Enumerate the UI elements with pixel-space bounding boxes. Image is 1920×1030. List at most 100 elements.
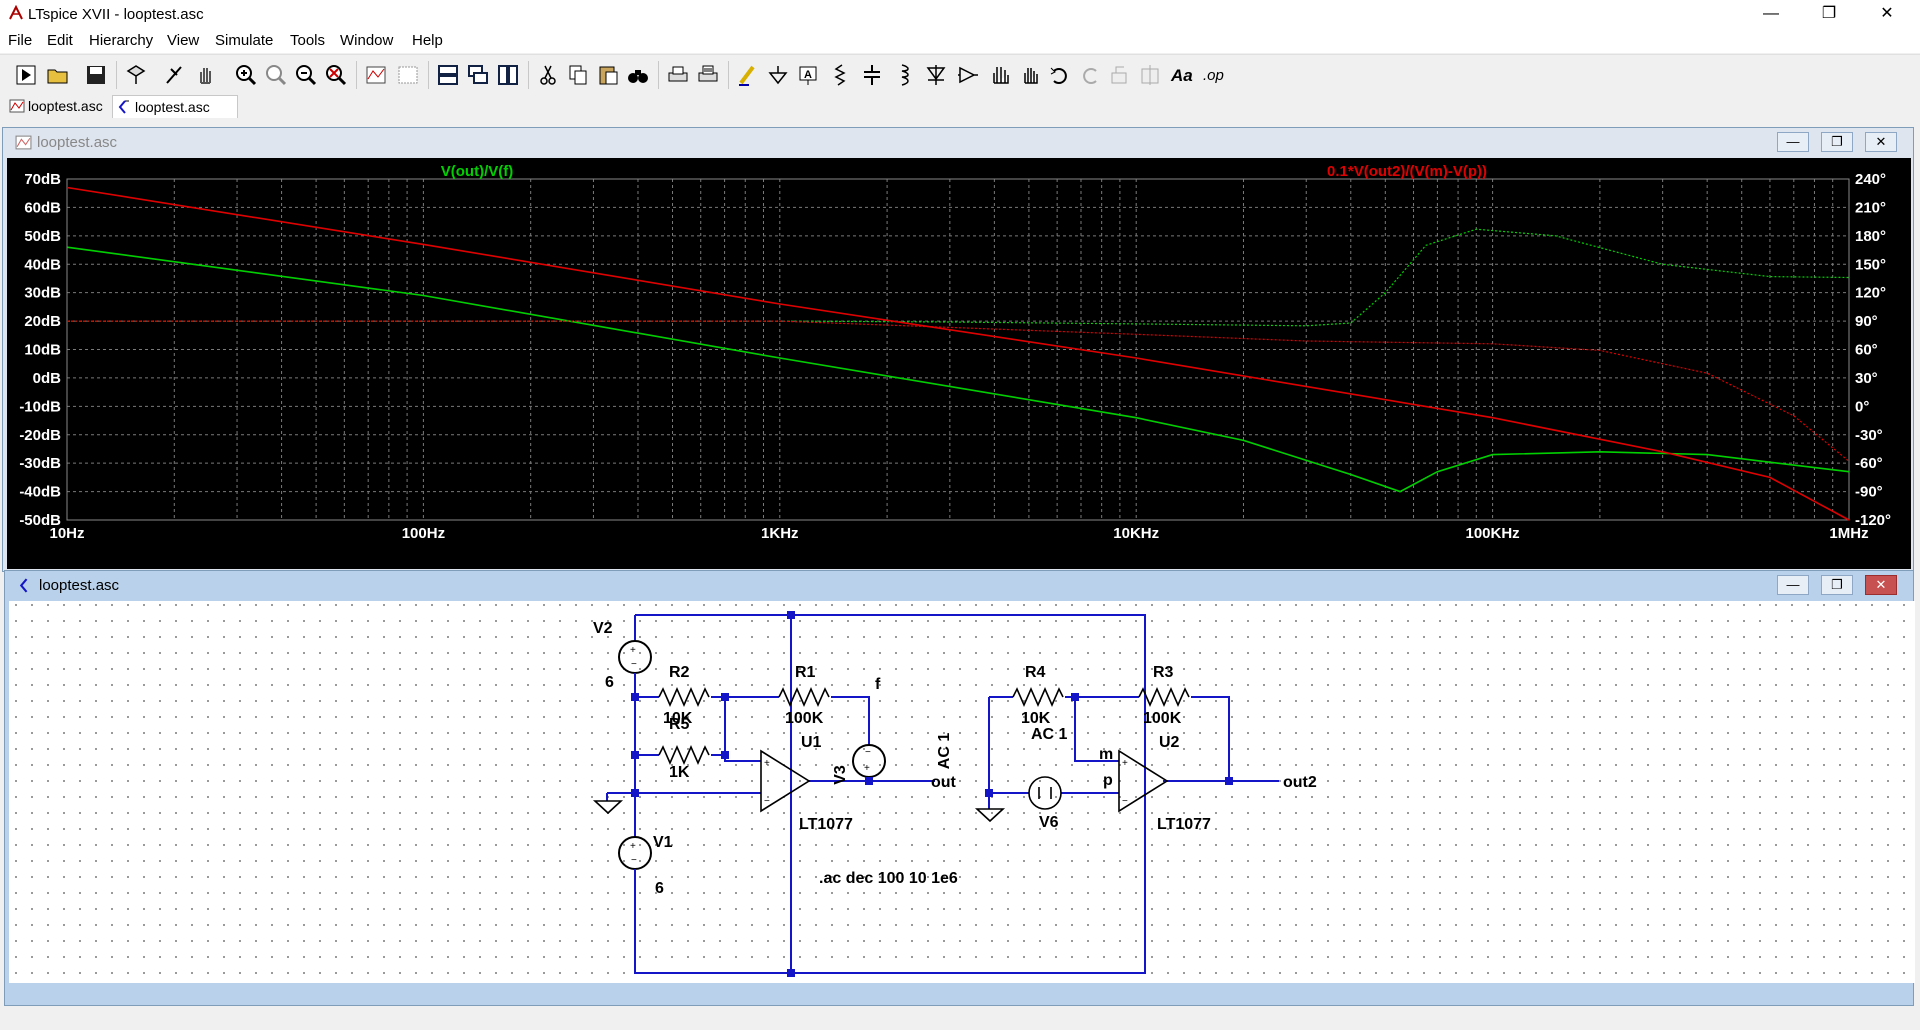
label-r4: R4 — [1025, 664, 1046, 681]
zoom-fit-icon[interactable] — [324, 63, 348, 87]
halt-icon[interactable] — [162, 63, 186, 87]
restore-icon: ❐ — [1831, 577, 1843, 592]
schematic-minimize-button[interactable]: — — [1777, 575, 1809, 595]
plot-close-button[interactable]: ✕ — [1865, 132, 1897, 152]
label-r4-value: 10K — [1021, 710, 1051, 727]
tab-waveform[interactable]: looptest.asc — [6, 95, 128, 117]
ground-icon[interactable] — [766, 63, 790, 87]
schematic-icon — [118, 100, 129, 114]
plot-minimize-button[interactable]: — — [1777, 132, 1809, 152]
menu-help[interactable]: Help — [412, 32, 443, 49]
mirror-icon[interactable] — [1138, 63, 1162, 87]
tile-horizontal-icon[interactable] — [436, 63, 460, 87]
bode-plot[interactable]: 70dB60dB50dB40dB30dB20dB10dB0dB-10dB-20d… — [7, 158, 1911, 569]
pan-icon[interactable] — [194, 63, 218, 87]
y-right-tick-label: -30° — [1855, 427, 1883, 444]
waveform-icon — [9, 99, 25, 113]
minimize-button[interactable]: — — [1748, 0, 1794, 29]
spice-directive[interactable]: .ac dec 100 10 1e6 — [819, 870, 958, 887]
label-r2-value: 10K — [663, 710, 693, 727]
autorange-icon[interactable] — [364, 63, 388, 87]
menu-file[interactable]: File — [8, 32, 33, 49]
zoom-area-icon[interactable] — [264, 63, 288, 87]
svg-text:+: + — [630, 841, 636, 852]
tile-vertical-icon[interactable] — [496, 63, 520, 87]
print-icon[interactable] — [666, 63, 690, 87]
minimize-icon: — — [1763, 5, 1779, 22]
save-icon[interactable] — [84, 63, 108, 87]
label-v2-value: 6 — [605, 674, 614, 691]
label-r5: R5 — [669, 716, 690, 733]
drag-icon[interactable] — [1018, 63, 1042, 87]
cut-icon[interactable] — [536, 63, 560, 87]
label-v6: V6 — [1039, 814, 1059, 831]
y-left-tick-label: 20dB — [24, 313, 61, 330]
plot-restore-button[interactable]: ❐ — [1821, 132, 1853, 152]
menu-bar: File Edit Hierarchy View Simulate Tools … — [0, 29, 1920, 53]
menu-edit[interactable]: Edit — [47, 32, 73, 49]
schematic-canvas[interactable]: +− +− −+ +− +− V2 — [9, 601, 1915, 983]
y-right-tick-label: 150° — [1855, 256, 1886, 273]
run-icon[interactable] — [14, 63, 38, 87]
series-1-phase-trace[interactable] — [67, 320, 1850, 462]
rotate-icon[interactable] — [1108, 63, 1132, 87]
menu-hierarchy[interactable]: Hierarchy — [89, 32, 154, 49]
minimize-icon: — — [1786, 134, 1800, 149]
menu-window[interactable]: Window — [340, 32, 394, 49]
waveform-window-title: looptest.asc — [37, 134, 118, 151]
svg-text:−: − — [764, 796, 770, 807]
svg-text:+: + — [864, 763, 870, 774]
resistor-icon[interactable] — [828, 63, 852, 87]
label-v1-value: 6 — [655, 880, 664, 897]
zoom-out-icon[interactable] — [294, 63, 318, 87]
label-net-m: m — [1099, 746, 1113, 763]
minimize-icon: — — [1786, 577, 1800, 592]
spice-directive-icon[interactable]: .op — [1202, 63, 1226, 87]
tab-schematic[interactable]: looptest.asc — [112, 95, 238, 118]
schematic-drawing[interactable]: +− +− −+ +− +− V2 — [9, 601, 1915, 983]
y-left-tick-label: 10dB — [24, 342, 61, 359]
zoom-in-icon[interactable] — [234, 63, 258, 87]
control-panel-icon[interactable] — [124, 63, 148, 87]
component-icon[interactable] — [956, 63, 980, 87]
close-button[interactable]: ✕ — [1864, 0, 1910, 29]
series-0-magnitude-trace[interactable] — [66, 246, 1850, 493]
schematic-window-icon — [19, 578, 28, 593]
open-icon[interactable] — [46, 63, 70, 87]
close-icon: ✕ — [1880, 5, 1894, 22]
restore-button[interactable]: ❐ — [1806, 0, 1852, 29]
menu-simulate[interactable]: Simulate — [215, 32, 274, 49]
menu-tools[interactable]: Tools — [290, 32, 326, 49]
print-preview-icon[interactable] — [696, 63, 720, 87]
y-left-tick-label: -20dB — [19, 427, 61, 444]
toolbar: A Aa .op — [0, 54, 1920, 93]
schematic-restore-button[interactable]: ❐ — [1821, 575, 1853, 595]
inductor-icon[interactable] — [892, 63, 916, 87]
find-icon[interactable] — [626, 63, 650, 87]
series-1-magnitude-trace[interactable] — [66, 186, 1850, 521]
label-v3: V3 — [832, 765, 849, 785]
paste-icon[interactable] — [596, 63, 620, 87]
undo-icon[interactable] — [1048, 63, 1072, 87]
tab-waveform-label: looptest.asc — [28, 98, 103, 114]
text-icon[interactable]: Aa — [1170, 63, 1194, 87]
move-icon[interactable] — [988, 63, 1012, 87]
x-tick-label: 1KHz — [761, 525, 799, 542]
label-net-icon[interactable]: A — [796, 63, 820, 87]
label-r3-value: 100K — [1143, 710, 1182, 727]
grid-icon[interactable] — [396, 63, 420, 87]
y-right-tick-label: 30° — [1855, 370, 1878, 387]
redo-icon[interactable] — [1078, 63, 1102, 87]
cascade-icon[interactable] — [466, 63, 490, 87]
close-icon: ✕ — [1875, 577, 1887, 592]
menu-view[interactable]: View — [167, 32, 200, 49]
diode-icon[interactable] — [924, 63, 948, 87]
draw-wire-icon[interactable] — [736, 63, 760, 87]
series-0-phase-trace[interactable] — [67, 228, 1850, 327]
label-u2: U2 — [1159, 734, 1180, 751]
copy-icon[interactable] — [566, 63, 590, 87]
schematic-close-button[interactable]: ✕ — [1865, 575, 1897, 595]
capacitor-icon[interactable] — [860, 63, 884, 87]
svg-text:Aa: Aa — [1170, 66, 1193, 85]
